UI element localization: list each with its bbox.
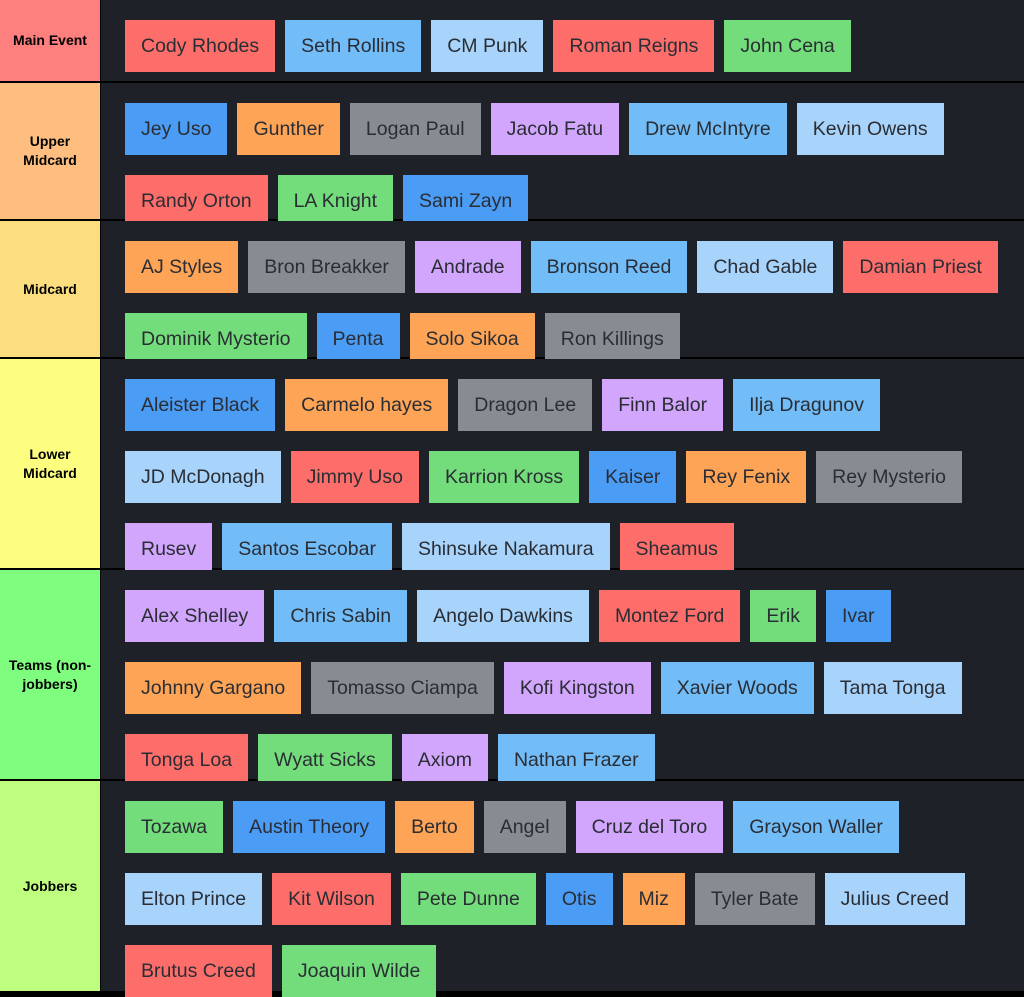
tier-item[interactable]: Rey Fenix bbox=[686, 451, 807, 503]
tier-item[interactable]: Erik bbox=[750, 590, 816, 642]
tier-item[interactable]: Axiom bbox=[401, 734, 488, 786]
tier-item[interactable]: Damian Priest bbox=[843, 241, 998, 293]
tier-item[interactable]: Nathan Frazer bbox=[497, 734, 655, 786]
tier-item[interactable]: Randy Orton bbox=[125, 175, 268, 227]
tier-item[interactable]: Dragon Lee bbox=[458, 379, 593, 431]
tier-item[interactable]: Roman Reigns bbox=[553, 20, 715, 72]
tier-item[interactable]: Sheamus bbox=[619, 523, 734, 575]
tier-item[interactable]: Kit Wilson bbox=[272, 873, 391, 925]
tier-item[interactable]: Jey Uso bbox=[125, 103, 228, 155]
tier-item[interactable]: Alex Shelley bbox=[125, 590, 265, 642]
tier-item[interactable]: Cruz del Toro bbox=[575, 801, 724, 853]
tier-item[interactable]: Andrade bbox=[414, 241, 521, 293]
tier-item[interactable]: Kevin Owens bbox=[796, 103, 944, 155]
tier-item[interactable]: JD McDonagh bbox=[125, 451, 281, 503]
tier-item[interactable]: Karrion Kross bbox=[428, 451, 580, 503]
tier-item[interactable]: Miz bbox=[622, 873, 685, 925]
tier-item[interactable]: Penta bbox=[316, 313, 400, 365]
tier-item[interactable]: Otis bbox=[545, 873, 613, 925]
tier-label: Upper Midcard bbox=[0, 83, 100, 219]
tier-item[interactable]: Julius Creed bbox=[824, 873, 966, 925]
tier-item[interactable]: Sami Zayn bbox=[403, 175, 529, 227]
tier-item[interactable]: Berto bbox=[395, 801, 474, 853]
tier-item[interactable]: Johnny Gargano bbox=[125, 662, 302, 714]
tier-item[interactable]: Ivar bbox=[826, 590, 891, 642]
tier-item[interactable]: Kaiser bbox=[589, 451, 677, 503]
tier-label: Teams (non- jobbers) bbox=[0, 570, 100, 779]
tier-item[interactable]: LA Knight bbox=[277, 175, 394, 227]
tier-item[interactable]: Carmelo hayes bbox=[285, 379, 449, 431]
tier-item[interactable]: Seth Rollins bbox=[285, 20, 422, 72]
tier-item[interactable]: Tyler Bate bbox=[694, 873, 815, 925]
tier-item[interactable]: Kofi Kingston bbox=[503, 662, 651, 714]
tier-label: Jobbers bbox=[0, 781, 100, 991]
tier-item[interactable]: AJ Styles bbox=[125, 241, 239, 293]
tier-item[interactable]: Montez Ford bbox=[598, 590, 741, 642]
tier-item[interactable]: Joaquin Wilde bbox=[281, 945, 437, 997]
tier-item[interactable]: Gunther bbox=[237, 103, 340, 155]
tier-item[interactable]: CM Punk bbox=[431, 20, 544, 72]
tier-item[interactable]: Logan Paul bbox=[349, 103, 481, 155]
tier-item[interactable]: Rey Mysterio bbox=[816, 451, 962, 503]
tier-item[interactable]: Bron Breakker bbox=[248, 241, 405, 293]
tier-label: Main Event bbox=[0, 0, 100, 81]
tier-item[interactable]: Tozawa bbox=[125, 801, 224, 853]
tier-label: Midcard bbox=[0, 221, 100, 357]
tier-item[interactable]: Elton Prince bbox=[125, 873, 263, 925]
tier-item[interactable]: Wyatt Sicks bbox=[258, 734, 392, 786]
tier-item[interactable]: Ilja Dragunov bbox=[733, 379, 880, 431]
tier-item[interactable]: John Cena bbox=[724, 20, 851, 72]
tier-item[interactable]: Chad Gable bbox=[697, 241, 834, 293]
tier-item[interactable]: Chris Sabin bbox=[274, 590, 408, 642]
tier-item[interactable]: Aleister Black bbox=[125, 379, 276, 431]
tier-item[interactable]: Cody Rhodes bbox=[125, 20, 276, 72]
tier-item[interactable]: Tonga Loa bbox=[125, 734, 249, 786]
tier-item[interactable]: Finn Balor bbox=[602, 379, 724, 431]
tier-item[interactable]: Jacob Fatu bbox=[490, 103, 620, 155]
tier-item[interactable]: Austin Theory bbox=[233, 801, 386, 853]
tier-item[interactable]: Ron Killings bbox=[544, 313, 680, 365]
tier-item[interactable]: Xavier Woods bbox=[660, 662, 814, 714]
tier-item[interactable]: Solo Sikoa bbox=[409, 313, 535, 365]
tier-item[interactable]: Jimmy Uso bbox=[290, 451, 419, 503]
tier-item[interactable]: Tomasso Ciampa bbox=[311, 662, 494, 714]
tier-item[interactable]: Pete Dunne bbox=[400, 873, 536, 925]
tier-item[interactable]: Rusev bbox=[125, 523, 213, 575]
tier-item[interactable]: Grayson Waller bbox=[733, 801, 899, 853]
tier-item[interactable]: Angelo Dawkins bbox=[417, 590, 589, 642]
tier-item[interactable]: Shinsuke Nakamura bbox=[401, 523, 610, 575]
tier-item[interactable]: Drew McIntyre bbox=[629, 103, 787, 155]
tier-item[interactable]: Tama Tonga bbox=[823, 662, 962, 714]
tier-item[interactable]: Angel bbox=[483, 801, 566, 853]
tier-item[interactable]: Santos Escobar bbox=[222, 523, 392, 575]
tier-label: Lower Midcard bbox=[0, 359, 100, 568]
tier-item[interactable]: Brutus Creed bbox=[125, 945, 272, 997]
tier-item[interactable]: Bronson Reed bbox=[530, 241, 688, 293]
tier-item[interactable]: Dominik Mysterio bbox=[125, 313, 307, 365]
